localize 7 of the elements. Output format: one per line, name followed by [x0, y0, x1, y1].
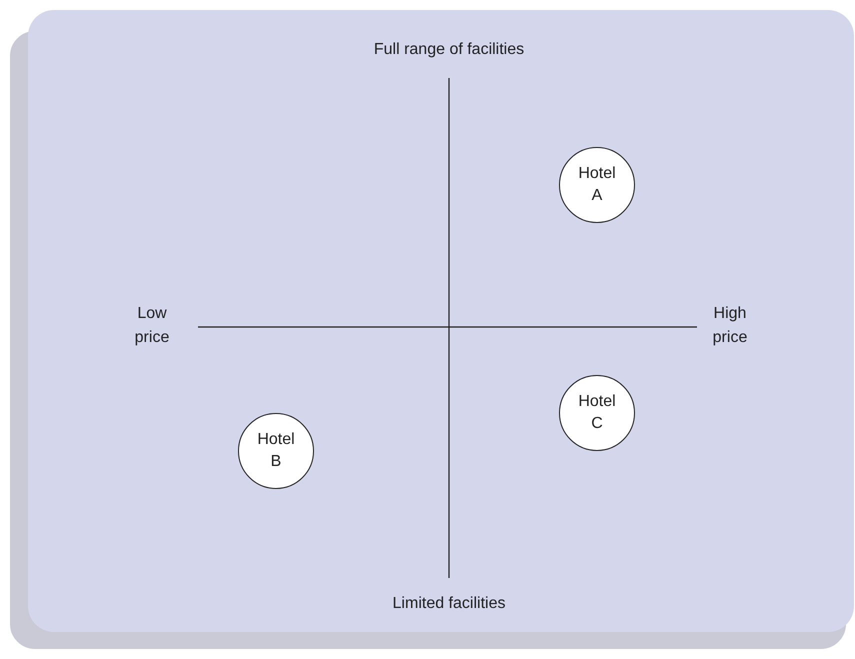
hotel-label: Hotel A: [577, 164, 617, 206]
axis-label: Low price: [134, 304, 170, 348]
axis-label: High price: [712, 304, 748, 348]
axis-label: Limited facilities: [392, 594, 506, 614]
hotel-label: Hotel C: [577, 392, 617, 434]
axis-label: Full range of facilities: [374, 40, 524, 60]
hotel-label: Hotel B: [256, 430, 296, 472]
